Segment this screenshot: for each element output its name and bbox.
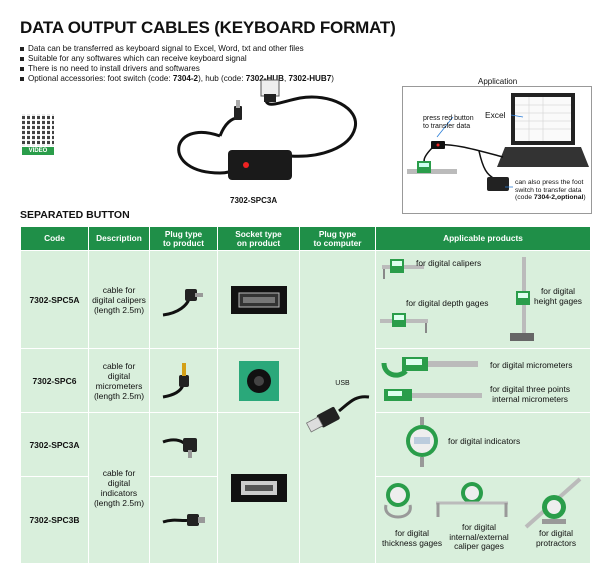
rectangular-socket-image [230,285,287,314]
table-row: 7302-SPC6 cable for digital micrometers … [20,348,591,413]
socket-product-cell [217,250,300,349]
indicator-image [406,417,438,467]
page-title: DATA OUTPUT CABLES (KEYBOARD FORMAT) [20,18,396,37]
socket-product-cell [217,348,300,413]
foot-switch-note: can also press the foot switch to transf… [515,179,586,201]
label-protractors: for digital protractors [535,528,577,548]
hub-code: 7302-HUB [245,74,285,83]
row-code: 7302-SPC6 [20,348,89,413]
micrometer-image [381,357,482,401]
applicable-products-cell: for digital micrometers for digital thre… [375,348,591,413]
applicable-products-cell: for digital thickness gages for digital … [375,476,591,564]
row-code: 7302-SPC5A [20,250,89,349]
row-code: 7302-SPC3B [20,476,89,564]
row-code: 7302-SPC3A [20,412,89,477]
plug-product-cell [149,476,218,564]
round-socket-image [238,360,279,401]
applicable-products-cell: for digital calipers for digital depth g… [375,250,591,349]
table-header-row: Code Description Plug type to product So… [20,226,591,251]
header-applicable-products: Applicable products [375,226,591,251]
gages-protractor-image [384,477,582,529]
table-row: 7302-SPC3B for digital thickness gages [20,476,591,564]
product-code-label: 7302-SPC3A [230,196,278,205]
row-description: cable for digital calipers (length 2.5m) [88,250,150,349]
feature-item-accessories: Optional accessories: foot switch (code:… [20,74,400,84]
header-plug-product: Plug type to product [149,226,218,251]
label-calipers: for digital calipers [416,258,482,268]
header-code: Code [20,226,89,251]
header-description: Description [88,226,150,251]
label-thickness: for digital thickness gages [381,528,443,548]
laptop-setup-illustration [407,93,589,191]
plug-product-cell [149,250,218,349]
applicable-products-cell: for digital indicators [375,412,591,477]
hub7-code: 7302-HUB7 [288,74,332,83]
plug-computer-cell: USB [299,250,376,564]
red-button-note: press red button to transfer data [423,115,474,130]
usb-label: USB [335,380,350,387]
plug-product-cell [149,412,218,477]
cable-table: Code Description Plug type to product So… [20,226,591,564]
label-three-points: for digital three points internal microm… [490,384,571,404]
header-socket-product: Socket type on product [217,226,300,251]
table-row: 7302-SPC5A cable for digital calipers (l… [20,250,591,564]
angled-plug-image [162,288,203,316]
row-description: cable for digital indicators (length 2.5… [88,412,150,564]
header-plug-computer: Plug type to computer [299,226,376,251]
usb-plug-image [305,395,369,433]
table-row: 7302-SPC3A cable for digital indicators … [20,412,591,564]
application-title: Application [478,77,518,86]
feature-list: Data can be transferred as keyboard sign… [20,44,400,84]
label-internal-external: for digital internal/external caliper ga… [449,522,509,551]
label-micrometers: for digital micrometers [490,360,573,370]
feature-item: Suitable for any softwares which can rec… [20,54,400,64]
mini-usb-socket-image [230,474,287,502]
feature-item: Data can be transferred as keyboard sign… [20,44,400,54]
label-height-gages: for digital height gages [534,286,582,306]
section-title: SEPARATED BUTTON [20,209,130,221]
foot-switch-code: 7304-2 [172,74,199,83]
application-illustration: Excel press red button to transfer data … [402,86,592,214]
feature-item: There is no need to install drivers and … [20,64,400,74]
socket-product-cell [217,412,300,564]
caliper-gages-image [380,257,534,341]
label-depth-gages: for digital depth gages [406,298,489,308]
straight-plug-image [162,514,205,526]
video-badge[interactable]: VIDEO [22,147,54,155]
row-description: cable for digital micrometers (length 2.… [88,348,150,413]
angled-plug-image [161,437,197,458]
excel-label: Excel [485,110,506,120]
qr-code[interactable] [22,114,54,146]
jack-plug-image [162,362,189,398]
label-indicators: for digital indicators [448,436,521,446]
plug-product-cell [149,348,218,413]
cable-product-image [177,79,357,180]
